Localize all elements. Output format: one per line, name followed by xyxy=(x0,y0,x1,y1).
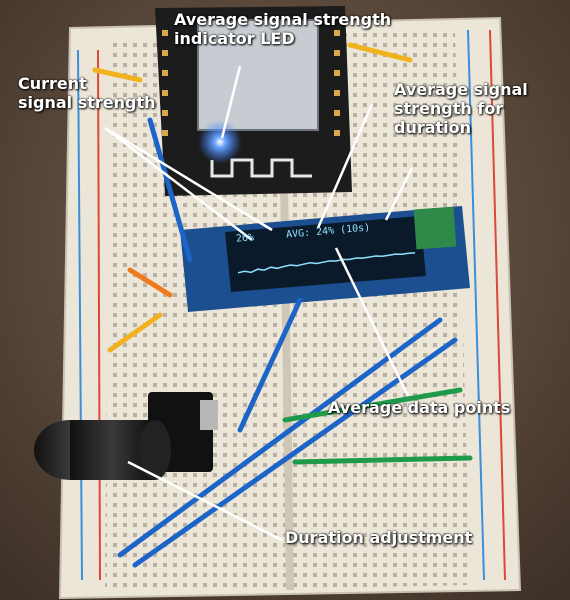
oled-module xyxy=(180,206,470,312)
indicator-led xyxy=(198,120,242,164)
oled-signal-trace xyxy=(237,252,416,274)
callout-lines xyxy=(104,65,414,542)
label-average-data-points: Average data points xyxy=(328,398,511,417)
label-duration-adjustment: Duration adjustment xyxy=(285,528,473,547)
potentiometer xyxy=(34,392,218,480)
oled-current-readout: 26% xyxy=(235,232,255,245)
label-indicator-led: Average signal strength indicator LED xyxy=(174,10,392,48)
label-average-duration: Average signal strength for duration xyxy=(394,80,528,137)
label-current-signal: Current signal strength xyxy=(18,74,156,112)
jumper-wires xyxy=(92,42,473,568)
